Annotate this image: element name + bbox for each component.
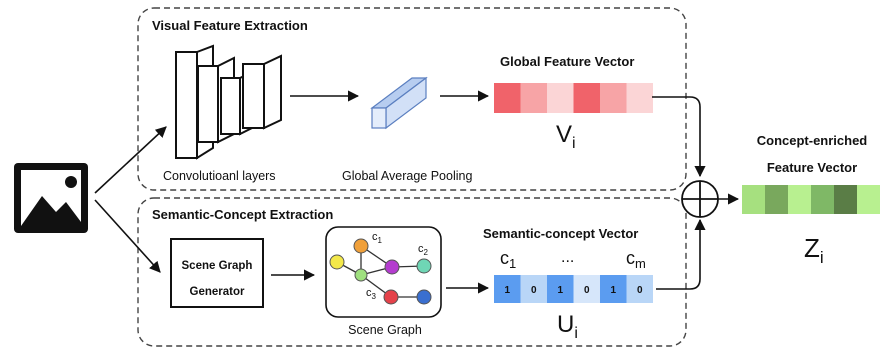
semantic-concept-vector: 1 0 1 0 1 0 (494, 275, 653, 303)
vector-last-subscript: m (635, 256, 646, 271)
connector-u-to-plus (656, 218, 706, 290)
generator-label-line2: Generator (190, 286, 245, 298)
gap-cube-icon (370, 76, 428, 130)
graph-label-c1: c1 (372, 231, 383, 245)
output-title-line2: Feature Vector (767, 160, 857, 175)
vector-last-label: cm (626, 248, 646, 271)
graph-label-c1-subscript: 1 (378, 236, 383, 245)
output-vector-cell-3 (788, 185, 811, 214)
graph-node-center (354, 268, 368, 282)
visual-section-box (137, 7, 687, 191)
vector-first-label: c1 (500, 248, 516, 271)
output-vector-cell-1 (742, 185, 765, 214)
gap-label: Global Average Pooling (342, 169, 472, 183)
semantic-vector-cell-4 (573, 275, 600, 303)
graph-label-c2: c2 (418, 243, 429, 257)
semantic-vector-cell-value-3: 1 (557, 285, 563, 296)
output-vector-cell-2 (765, 185, 788, 214)
scene-graph-label: Scene Graph (348, 323, 422, 337)
graph-node-yellow (329, 254, 345, 270)
generator-label-line1: Scene Graph (182, 260, 253, 272)
image-placeholder-icon (14, 163, 88, 233)
visual-section-title: Visual Feature Extraction (152, 18, 308, 33)
semantic-vector-cell-value-6: 0 (637, 285, 643, 296)
graph-node-purple (384, 259, 400, 275)
semantic-vector-symbol-main: U (557, 311, 574, 338)
vector-ellipsis: ... (561, 249, 574, 266)
global-vector-cell-4 (573, 83, 600, 113)
graph-label-c1-letter: c (372, 231, 378, 243)
arrow-to-conv (94, 126, 167, 194)
semantic-vector-cell-2 (520, 275, 547, 303)
output-title-line1: Concept-enriched (757, 133, 868, 148)
semantic-vector-symbol-subscript: i (574, 325, 578, 342)
global-vector-symbol-subscript: i (572, 135, 576, 152)
graph-node-c3 (383, 289, 399, 305)
global-vector-cell-3 (547, 83, 574, 113)
arrow-to-generator (94, 199, 161, 273)
semantic-vector-cell-1 (494, 275, 521, 303)
output-vector-cell-5 (834, 185, 857, 214)
conv-layers-label: Convolutioanl layers (163, 169, 276, 183)
output-symbol-subscript: i (820, 248, 824, 267)
graph-label-c2-letter: c (418, 243, 424, 255)
semantic-vector-cell-value-5: 1 (610, 285, 616, 296)
semantic-vector-cell-6 (626, 275, 653, 303)
global-vector-symbol-main: V (556, 121, 572, 148)
graph-node-c1 (353, 238, 369, 254)
semantic-section-title: Semantic-Concept Extraction (152, 207, 333, 222)
graph-label-c3-letter: c (366, 287, 372, 299)
conv-layers-icon (175, 44, 282, 160)
output-symbol: Zi (804, 233, 824, 267)
output-vector-cell-6 (857, 185, 880, 214)
circle-plus-icon (681, 180, 719, 218)
graph-label-c3-subscript: 3 (372, 292, 377, 301)
vector-last-letter: c (626, 248, 635, 268)
semantic-vector-cell-value-2: 0 (531, 285, 537, 296)
semantic-section-box (137, 197, 687, 347)
semantic-vector-title: Semantic-concept Vector (483, 226, 638, 241)
global-vector-cell-5 (600, 83, 627, 113)
output-symbol-main: Z (804, 233, 820, 263)
graph-node-c2 (416, 258, 432, 274)
global-vector-symbol: Vi (556, 121, 576, 152)
global-vector-cell-1 (494, 83, 521, 113)
concept-enriched-vector (742, 185, 880, 214)
vector-first-letter: c (500, 248, 509, 268)
global-feature-vector (494, 83, 653, 113)
semantic-vector-symbol: Ui (557, 311, 578, 342)
graph-label-c2-subscript: 2 (424, 248, 429, 257)
semantic-vector-cell-value-1: 1 (504, 285, 510, 296)
output-vector-cell-4 (811, 185, 834, 214)
graph-label-c3: c3 (366, 287, 377, 301)
global-vector-title: Global Feature Vector (500, 54, 634, 69)
semantic-vector-cell-value-4: 0 (584, 285, 590, 296)
vector-first-subscript: 1 (509, 256, 516, 271)
scene-graph-generator-box (170, 238, 264, 308)
connector-v-to-plus (652, 96, 706, 178)
graph-node-blue (416, 289, 432, 305)
semantic-vector-cell-3 (547, 275, 574, 303)
global-vector-cell-6 (626, 83, 653, 113)
global-vector-cell-2 (520, 83, 547, 113)
semantic-vector-cell-5 (600, 275, 627, 303)
